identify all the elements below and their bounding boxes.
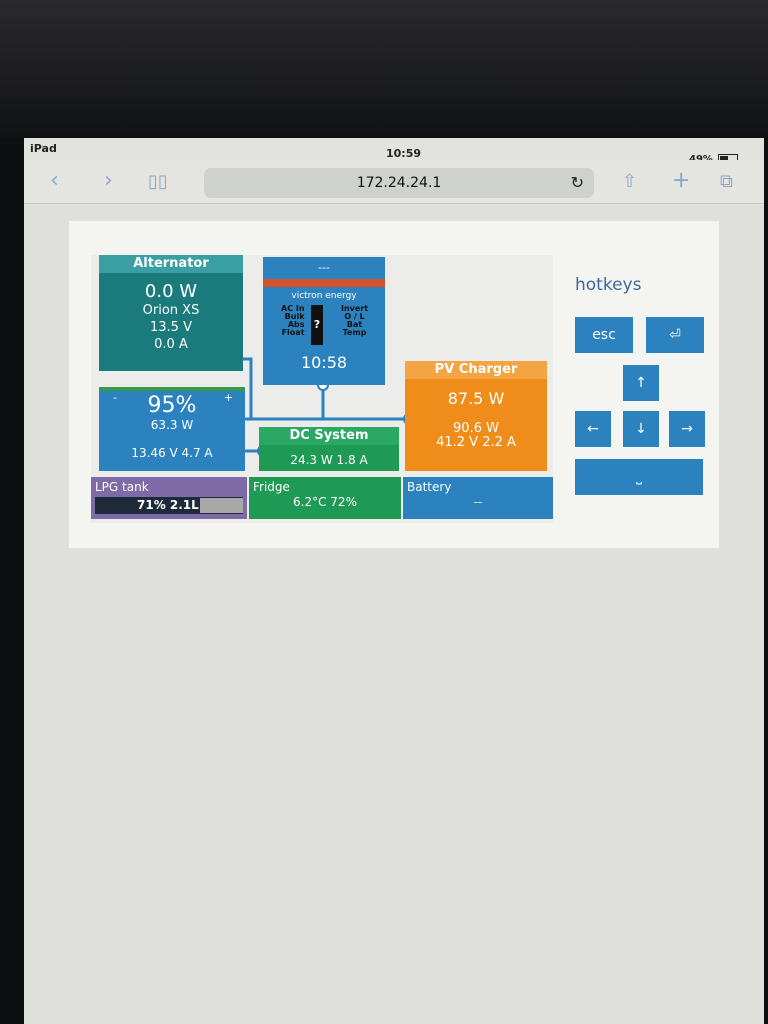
tabs-icon[interactable]: ⧉ bbox=[720, 171, 733, 192]
new-tab-icon[interactable]: + bbox=[672, 168, 691, 193]
pv-input-power: 90.6 W bbox=[453, 421, 499, 436]
pv-charger-power: 87.5 W bbox=[447, 389, 505, 408]
overview-panel: Alternator 0.0 W Orion XS 13.5 V 0.0 A -… bbox=[91, 255, 553, 523]
battery-minus: - bbox=[113, 391, 117, 404]
battery-soc: 95% bbox=[147, 393, 197, 418]
dc-system-value: 24.3 W 1.8 A bbox=[290, 453, 368, 467]
forward-icon[interactable]: › bbox=[104, 168, 113, 193]
enter-key[interactable]: ⏎ bbox=[646, 317, 704, 353]
up-key[interactable]: ↑ bbox=[623, 365, 659, 401]
page-content: Alternator 0.0 W Orion XS 13.5 V 0.0 A -… bbox=[24, 205, 764, 1024]
device-screen: iPad 10:59 49% ‹ › ▯▯ 172.24.24.1 ↻ ⇧ + … bbox=[24, 138, 764, 1024]
alternator-current: 0.0 A bbox=[154, 337, 188, 352]
inverter-title: --- bbox=[318, 261, 330, 274]
battery-voltage-current: 13.46 V 4.7 A bbox=[131, 446, 213, 460]
fridge-title: Fridge bbox=[253, 480, 290, 494]
venus-gui-card: Alternator 0.0 W Orion XS 13.5 V 0.0 A -… bbox=[69, 221, 719, 548]
alternator-title: Alternator bbox=[99, 255, 243, 273]
battery-plus: + bbox=[223, 391, 233, 404]
lpg-tank-value: 71% 2.1L bbox=[137, 498, 199, 512]
esc-key[interactable]: esc bbox=[575, 317, 633, 353]
lpg-level-empty bbox=[200, 498, 243, 513]
fridge-value: 6.2°C 72% bbox=[293, 495, 357, 509]
device-bezel-left bbox=[0, 138, 24, 1024]
pv-input-vi: 41.2 V 2.2 A bbox=[436, 435, 516, 450]
right-key[interactable]: → bbox=[669, 411, 705, 447]
left-key[interactable]: ← bbox=[575, 411, 611, 447]
inverter-accent-bar bbox=[263, 279, 385, 287]
bookmarks-icon[interactable]: ▯▯ bbox=[148, 171, 168, 192]
alternator-model: Orion XS bbox=[142, 303, 200, 318]
address-bar[interactable]: 172.24.24.1 ↻ bbox=[204, 168, 594, 198]
url-text: 172.24.24.1 bbox=[356, 175, 442, 191]
battery-percent: 49% bbox=[689, 154, 713, 165]
battery-tile-title: Battery bbox=[407, 480, 452, 494]
inverter-indicator: ? bbox=[311, 305, 323, 345]
lpg-tank-title: LPG tank bbox=[95, 480, 149, 494]
alternator-voltage: 13.5 V bbox=[150, 320, 192, 335]
battery-power: 63.3 W bbox=[150, 418, 194, 432]
pv-charger-box[interactable]: PV Charger 87.5 W 90.6 W 41.2 V 2.2 A bbox=[405, 361, 547, 471]
device-label: iPad bbox=[30, 142, 57, 155]
dc-system-box[interactable]: DC System 24.3 W 1.8 A bbox=[259, 427, 399, 471]
lpg-tank-tile[interactable]: LPG tank 71% 2.1L bbox=[91, 477, 247, 519]
battery-tile[interactable]: Battery -- bbox=[403, 477, 553, 519]
safari-toolbar: ‹ › ▯▯ 172.24.24.1 ↻ ⇧ + ⧉ bbox=[24, 160, 764, 204]
ios-status-bar: iPad 10:59 49% bbox=[24, 138, 764, 165]
victron-logo: victron energy bbox=[291, 291, 357, 301]
alternator-power: 0.0 W bbox=[144, 281, 198, 302]
back-icon[interactable]: ‹ bbox=[50, 168, 59, 193]
hotkeys-title: hotkeys bbox=[575, 275, 642, 295]
down-key[interactable]: ↓ bbox=[623, 411, 659, 447]
alternator-box[interactable]: Alternator 0.0 W Orion XS 13.5 V 0.0 A bbox=[99, 255, 243, 371]
reload-icon[interactable]: ↻ bbox=[570, 173, 584, 192]
battery-box[interactable]: - + 95% 63.3 W 13.46 V 4.7 A bbox=[99, 387, 245, 471]
share-icon[interactable]: ⇧ bbox=[622, 171, 638, 192]
fridge-tile[interactable]: Fridge 6.2°C 72% bbox=[249, 477, 401, 519]
inverter-time: 10:58 bbox=[300, 353, 348, 372]
dc-system-title: DC System bbox=[259, 427, 399, 445]
device-bezel-top bbox=[0, 0, 768, 138]
lpg-level-fill bbox=[95, 497, 200, 514]
battery-tile-value: -- bbox=[473, 495, 483, 509]
lpg-level-bar: 71% 2.1L bbox=[95, 497, 243, 514]
clock: 10:59 bbox=[386, 147, 422, 160]
pv-charger-title: PV Charger bbox=[405, 361, 547, 379]
space-key[interactable]: ⎵ bbox=[575, 459, 703, 495]
